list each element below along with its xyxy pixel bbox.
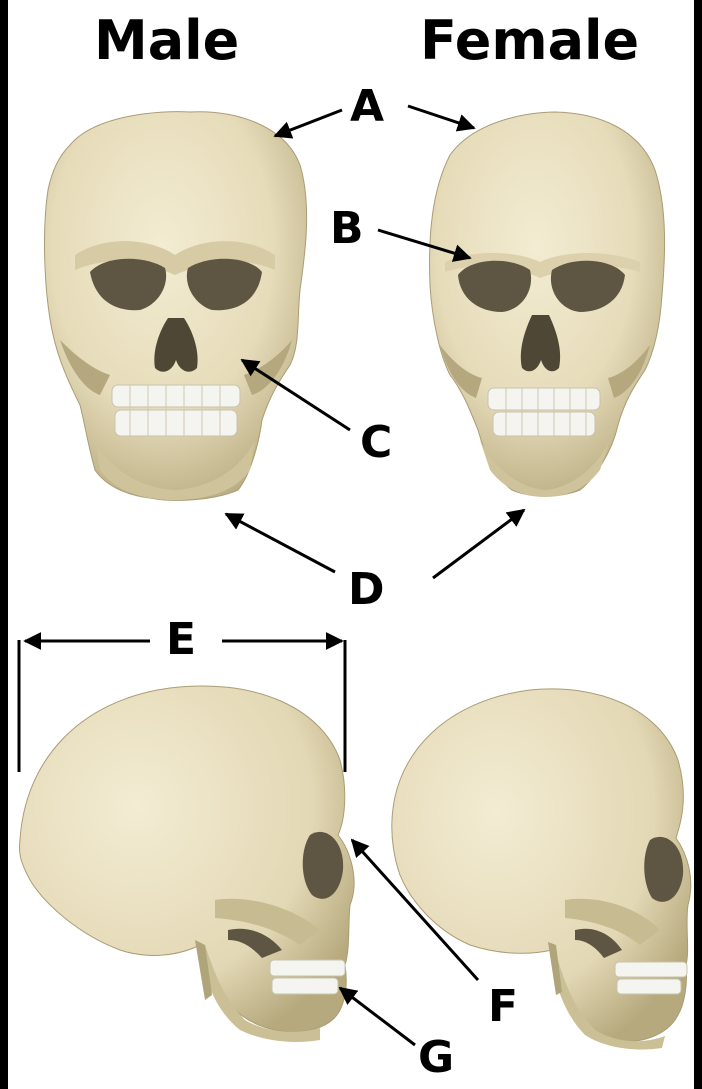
label-a: A — [350, 82, 384, 132]
label-d: D — [348, 565, 385, 615]
label-c: C — [360, 418, 392, 468]
heading-male: Male — [94, 6, 239, 76]
heading-female: Female — [420, 6, 639, 76]
left-border — [0, 0, 8, 1089]
label-e: E — [166, 615, 196, 665]
label-b: B — [330, 204, 364, 254]
label-g: G — [418, 1033, 454, 1083]
right-border — [694, 0, 702, 1089]
label-f: F — [488, 982, 518, 1032]
